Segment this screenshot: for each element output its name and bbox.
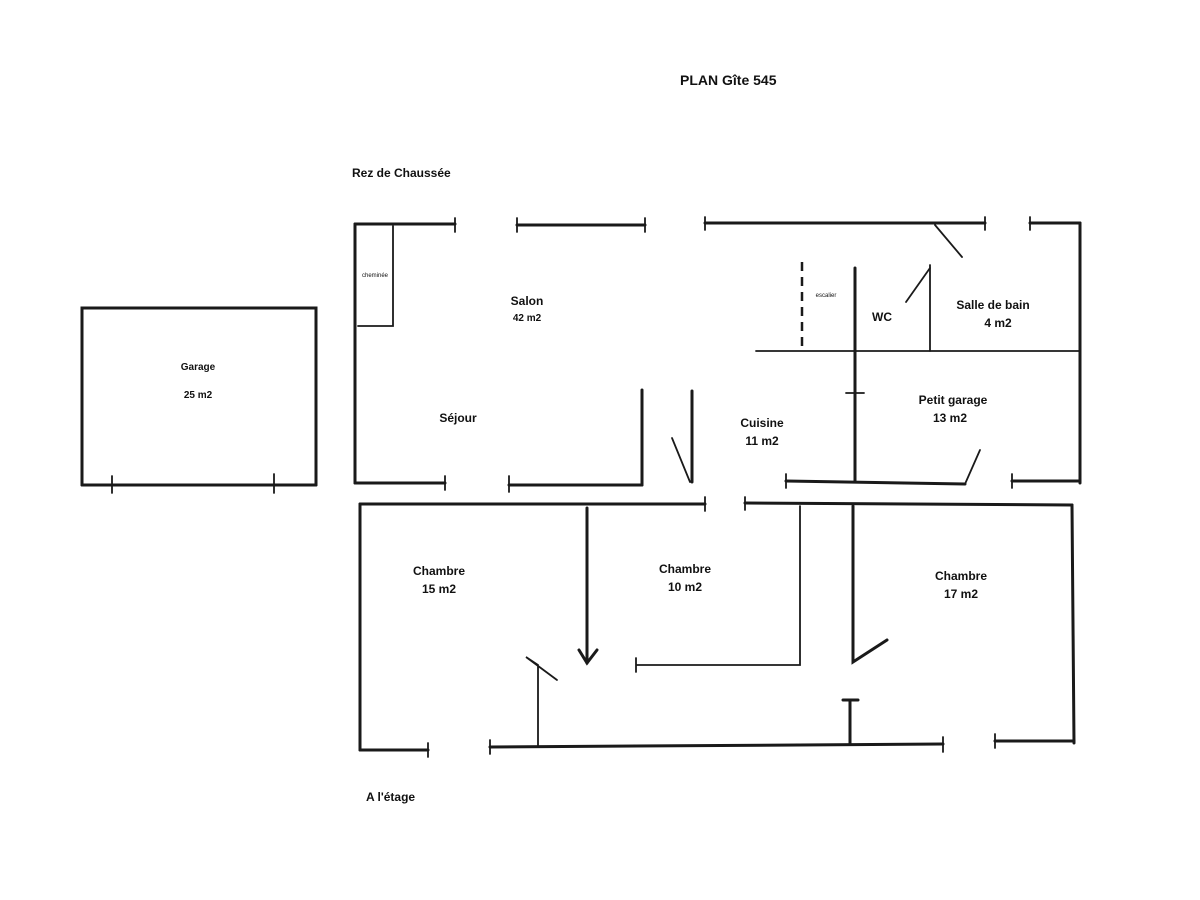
small-garage-name: Petit garage xyxy=(918,393,988,407)
bedroom2-name: Chambre xyxy=(658,562,711,576)
bedroom1-area: 15 m2 xyxy=(421,582,457,596)
upper-floor-label: A l'étage xyxy=(366,790,416,804)
bedroom1-name: Chambre xyxy=(412,564,465,578)
garage-name: Garage xyxy=(180,362,216,373)
bedroom3-area: 17 m2 xyxy=(943,587,979,601)
garage-walls xyxy=(80,306,318,494)
plan-title: PLAN Gîte 545 xyxy=(680,72,777,88)
bedroom2-area: 10 m2 xyxy=(667,580,703,594)
salon-name: Salon xyxy=(510,294,544,308)
stairs-label: escalier xyxy=(815,293,837,299)
garage-area: 25 m2 xyxy=(183,390,213,401)
ground-floor-walls xyxy=(353,216,1082,493)
kitchen-name: Cuisine xyxy=(740,416,784,430)
small-garage-area: 13 m2 xyxy=(932,411,968,425)
bedroom3-name: Chambre xyxy=(934,569,987,583)
fireplace-label: cheminée xyxy=(361,273,388,279)
salon-area: 42 m2 xyxy=(512,313,542,324)
sejour-label: Séjour xyxy=(439,411,477,425)
wc-label: WC xyxy=(872,310,892,324)
upper-floor-walls xyxy=(358,496,1076,758)
bathroom-area: 4 m2 xyxy=(984,316,1012,330)
bathroom-name: Salle de bain xyxy=(956,298,1030,312)
kitchen-area: 11 m2 xyxy=(745,434,779,448)
ground-floor-label: Rez de Chaussée xyxy=(352,166,451,180)
